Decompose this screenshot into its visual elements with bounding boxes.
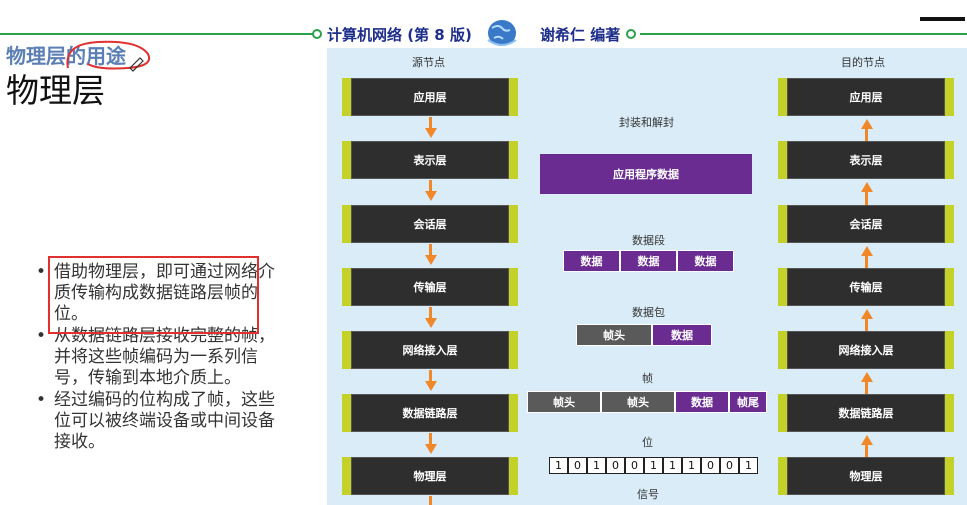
frame-label: 帧: [642, 372, 653, 385]
up-arrow-stem: [865, 191, 868, 205]
down-arrow-stem: [429, 433, 432, 446]
up-arrow-icon: [861, 372, 873, 382]
segment-data-cell: 数据: [620, 250, 677, 272]
bullet-list: 借助物理层，即可通过网络介质传输构成数据链路层帧的位。 从数据链路层接收完整的帧…: [36, 262, 276, 454]
segment-label: 数据段: [632, 234, 665, 247]
header-rule-dot-left: [312, 29, 322, 39]
up-arrow-stem: [865, 318, 868, 331]
up-arrow-stem: [865, 128, 868, 141]
source-node-label: 源节点: [412, 56, 445, 69]
bullet-item: 经过编码的位构成了帧，这些位可以被终端设备或中间设备接收。: [36, 390, 276, 453]
dst-layer-network-access: 网络接入层: [778, 331, 954, 369]
bit-cell: 1: [682, 457, 701, 474]
bit-cell: 0: [720, 457, 739, 474]
segment-data-cell: 数据: [563, 250, 620, 272]
up-arrow-icon: [861, 246, 873, 256]
dest-node-label: 目的节点: [841, 56, 885, 69]
dst-layer-transport: 传输层: [778, 268, 954, 306]
up-arrow-icon: [861, 309, 873, 319]
down-arrow-stem: [429, 496, 432, 505]
up-arrow-stem: [865, 444, 868, 457]
bit-cell: 0: [625, 457, 644, 474]
globe-icon: [487, 20, 517, 46]
application-data-block: 应用程序数据: [540, 154, 752, 194]
bit-cell: 1: [663, 457, 682, 474]
section-title: 物理层的用途: [6, 44, 126, 68]
up-arrow-stem: [865, 255, 868, 268]
dst-layer-presentation: 表示层: [778, 141, 954, 179]
src-layer-physical: 物理层: [342, 457, 518, 495]
src-layer-application: 应用层: [342, 78, 518, 116]
frame-trailer-cell: 帧尾: [729, 391, 767, 413]
packet-header-cell: 帧头: [576, 324, 652, 346]
book-author: 谢希仁 编著: [540, 26, 621, 44]
down-arrow-stem: [429, 370, 432, 383]
book-title: 计算机网络 (第 8 版): [327, 26, 472, 44]
frame-header-cell: 帧头: [601, 391, 675, 413]
down-arrow-icon: [425, 191, 437, 201]
dst-layer-physical: 物理层: [778, 457, 954, 495]
dst-layer-session: 会话层: [778, 205, 954, 243]
src-layer-transport: 传输层: [342, 268, 518, 306]
down-arrow-icon: [425, 255, 437, 265]
header-rule-right: [640, 33, 967, 35]
src-layer-data-link: 数据链路层: [342, 394, 518, 432]
down-arrow-stem: [429, 307, 432, 320]
down-arrow-icon: [425, 444, 437, 454]
down-arrow-icon: [425, 381, 437, 391]
red-annotation-scribble: [66, 40, 150, 72]
bit-cell: 0: [701, 457, 720, 474]
highlight-box: [48, 256, 259, 334]
down-arrow-stem: [429, 180, 432, 193]
header-rule-dot-right: [626, 29, 636, 39]
bits-label: 位: [642, 436, 653, 449]
frame-header-cell: 帧头: [527, 391, 601, 413]
bullet-item: 从数据链路层接收完整的帧，并将这些帧编码为一系列信号，传输到本地介质上。: [36, 326, 276, 389]
src-layer-session: 会话层: [342, 205, 518, 243]
dst-layer-application: 应用层: [778, 78, 954, 116]
up-arrow-icon: [861, 182, 873, 192]
down-arrow-stem: [429, 117, 432, 130]
segment-data-cell: 数据: [677, 250, 734, 272]
bullet-item: 借助物理层，即可通过网络介质传输构成数据链路层帧的位。: [36, 262, 276, 325]
packet-data-cell: 数据: [652, 324, 712, 346]
dst-layer-data-link: 数据链路层: [778, 394, 954, 432]
up-arrow-stem: [865, 381, 868, 394]
header-rule-left: [0, 33, 315, 35]
down-arrow-icon: [425, 318, 437, 328]
bit-cell: 0: [568, 457, 587, 474]
bit-cell: 1: [587, 457, 606, 474]
up-arrow-icon: [861, 119, 873, 129]
bit-cell: 1: [739, 457, 758, 474]
signal-label: 信号: [637, 488, 659, 501]
slide-title: 物理层: [6, 71, 105, 110]
src-layer-network-access: 网络接入层: [342, 331, 518, 369]
bit-cell: 1: [549, 457, 568, 474]
src-layer-presentation: 表示层: [342, 141, 518, 179]
down-arrow-stem: [429, 244, 432, 256]
frame-data-cell: 数据: [675, 391, 729, 413]
bit-cell: 1: [644, 457, 663, 474]
up-arrow-icon: [861, 435, 873, 445]
window-dash: [920, 17, 965, 21]
encapsulation-label: 封装和解封: [619, 116, 674, 129]
osi-encapsulation-diagram: 源节点 目的节点 应用层 表示层 会话层 传输层 网络接入层 数据链路层 物理层…: [327, 48, 967, 505]
packet-label: 数据包: [632, 306, 665, 319]
bit-cell: 0: [606, 457, 625, 474]
down-arrow-icon: [425, 128, 437, 138]
